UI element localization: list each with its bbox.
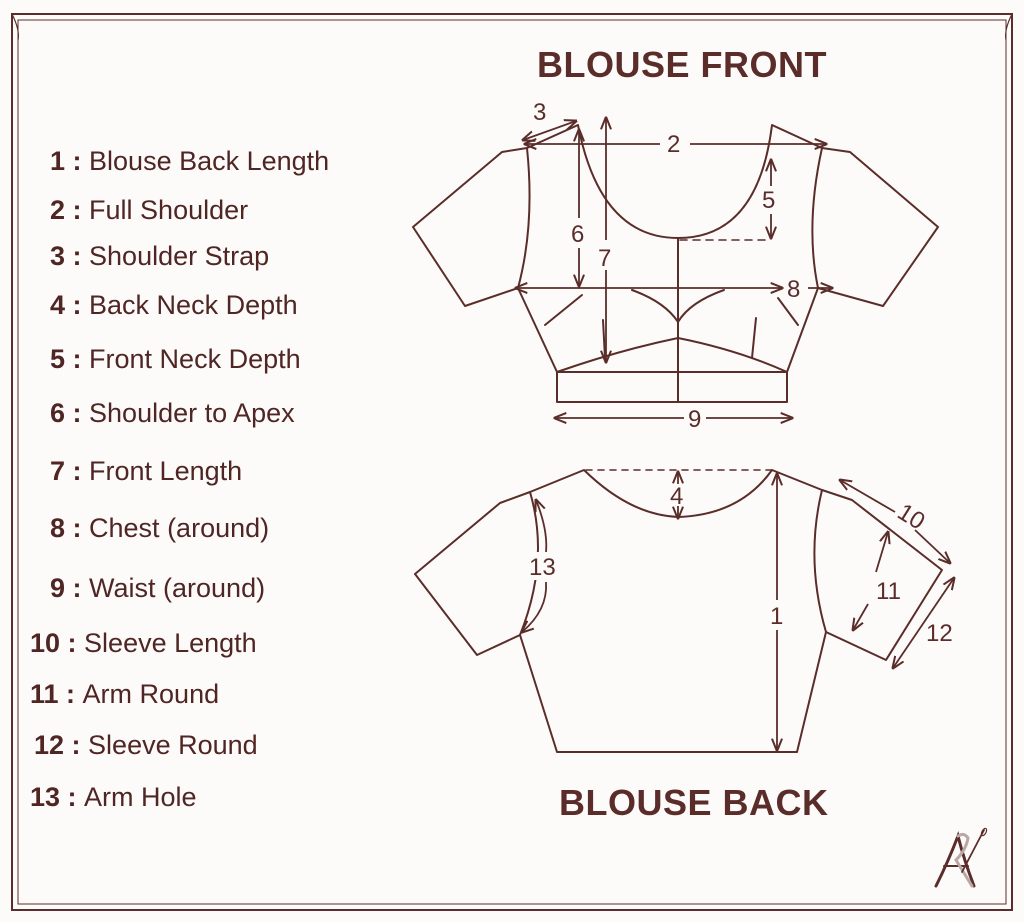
title-blouse-back: BLOUSE BACK: [559, 782, 829, 823]
legend-label: Back Neck Depth: [89, 290, 298, 320]
legend-item-11: 11 : Arm Round: [30, 678, 219, 710]
front-bust-curve-right: [677, 337, 788, 373]
arrow-sleeve-length-b: [914, 529, 950, 563]
legend-label: Sleeve Length: [84, 628, 257, 658]
legend-num: 10: [30, 628, 61, 658]
legend-item-12: 12 : Sleeve Round: [34, 729, 258, 761]
legend-separator: :: [64, 730, 89, 760]
front-bust-curve-left: [556, 337, 679, 373]
legend-item-1: 1 : Blouse Back Length: [50, 145, 329, 177]
front-right-sleeve: [817, 147, 939, 307]
legend-item-3: 3 : Shoulder Strap: [50, 240, 269, 272]
legend-separator: :: [65, 573, 90, 603]
legend-label: Full Shoulder: [89, 195, 249, 225]
front-body-outline: [517, 124, 823, 373]
front-dart-right-side: [777, 297, 799, 326]
legend-num: 4: [50, 290, 66, 320]
legend-label: Sleeve Round: [88, 730, 258, 760]
legend-separator: :: [65, 290, 90, 320]
legend-num: 9: [50, 573, 66, 603]
arrow-arm-round-bottom: [853, 603, 869, 630]
legend-item-9: 9 : Waist (around): [50, 572, 265, 604]
legend-num: 3: [50, 241, 66, 271]
legend-num: 8: [50, 513, 66, 543]
legend-num: 12: [34, 730, 65, 760]
legend-num: 2: [50, 195, 66, 225]
legend-separator: :: [65, 513, 90, 543]
marker-6: 6: [571, 221, 584, 248]
title-blouse-front: BLOUSE FRONT: [537, 44, 827, 85]
marker-11: 11: [876, 578, 901, 605]
marker-13: 13: [529, 554, 556, 581]
marker-10: 10: [893, 498, 930, 535]
legend-num: 11: [30, 679, 59, 709]
legend-separator: :: [65, 146, 90, 176]
marker-8: 8: [787, 276, 800, 303]
legend-item-8: 8 : Chest (around): [50, 512, 269, 544]
arrow-shoulder-strap: [523, 121, 576, 140]
legend-item-6: 6 : Shoulder to Apex: [50, 397, 295, 429]
arrow-sleeve-length-a: [840, 480, 896, 513]
legend-item-2: 2 : Full Shoulder: [50, 194, 248, 226]
legend-label: Front Length: [89, 456, 243, 486]
arrow-arm-hole-bottom: [522, 581, 547, 632]
marker-4: 4: [670, 483, 683, 510]
back-body-outline: [519, 469, 827, 753]
legend-item-5: 5 : Front Neck Depth: [50, 343, 301, 375]
legend-item-13: 13 : Arm Hole: [30, 781, 197, 813]
legend-label: Waist (around): [89, 573, 266, 603]
legend-separator: :: [65, 398, 90, 428]
legend-num: 7: [50, 456, 66, 486]
front-waist-band: [556, 371, 788, 403]
arrow-arm-round-top: [875, 532, 888, 573]
front-left-sleeve: [412, 147, 528, 307]
legend-separator: :: [58, 679, 83, 709]
back-right-sleeve: [821, 489, 943, 661]
legend-num: 5: [50, 344, 66, 374]
legend-item-10: 10 : Sleeve Length: [30, 627, 257, 659]
legend-num: 6: [50, 398, 66, 428]
legend-separator: :: [65, 195, 90, 225]
marker-12: 12: [926, 620, 953, 647]
legend-label: Shoulder to Apex: [89, 398, 295, 428]
legend-item-7: 7 : Front Length: [50, 455, 242, 487]
measurement-legend: 1 : Blouse Back Length 2 : Full Shoulder…: [0, 0, 420, 922]
marker-7: 7: [598, 245, 611, 272]
back-left-sleeve: [414, 491, 531, 656]
legend-num: 13: [30, 782, 61, 812]
arrow-arm-hole-top: [536, 500, 548, 553]
legend-label: Front Neck Depth: [89, 344, 301, 374]
marker-2: 2: [667, 131, 680, 158]
front-dart-left-side: [544, 294, 583, 326]
legend-label: Arm Round: [82, 679, 220, 709]
marker-5: 5: [762, 187, 775, 214]
legend-label: Chest (around): [89, 513, 270, 543]
legend-separator: :: [60, 782, 85, 812]
legend-label: Shoulder Strap: [89, 241, 270, 271]
front-dart-right-bottom: [751, 317, 757, 359]
legend-item-4: 4 : Back Neck Depth: [50, 289, 298, 321]
arrow-sleeve-round: [893, 578, 954, 668]
legend-num: 1: [50, 146, 66, 176]
legend-separator: :: [65, 241, 90, 271]
legend-separator: :: [60, 628, 85, 658]
needle-monogram-logo: [934, 827, 988, 888]
legend-separator: :: [65, 344, 90, 374]
legend-label: Arm Hole: [84, 782, 197, 812]
marker-9: 9: [688, 406, 701, 433]
marker-1: 1: [770, 603, 783, 630]
marker-3: 3: [533, 99, 546, 126]
legend-label: Blouse Back Length: [89, 146, 330, 176]
legend-separator: :: [65, 456, 90, 486]
